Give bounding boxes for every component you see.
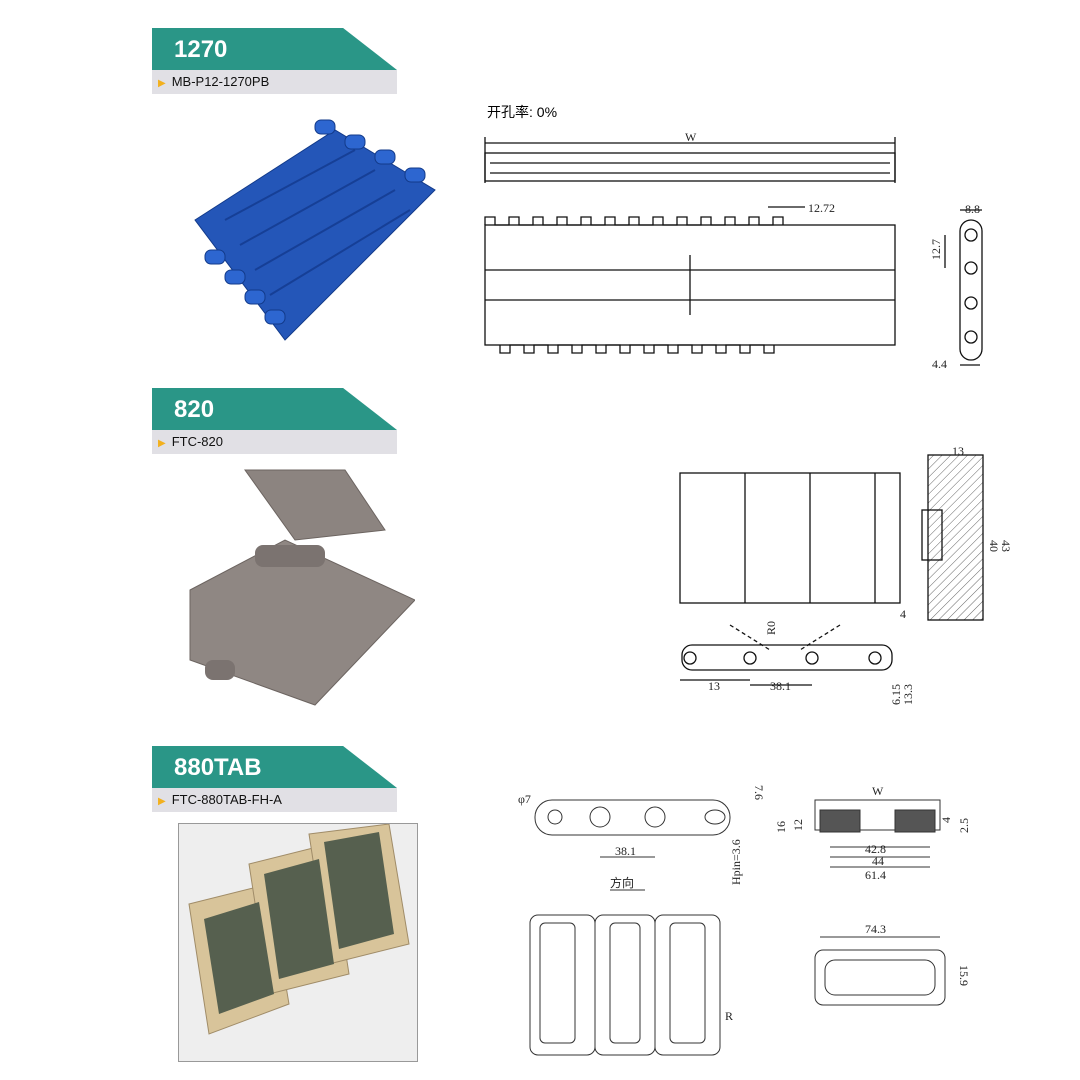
triangle-icon: ▶	[158, 78, 166, 89]
dim-13-3: 13.3	[901, 684, 915, 705]
drawing-880tab: φ7 38.1 7.6 Hpin=3.6 方向 W 16 12 4 2.5 42…	[518, 784, 971, 1056]
product-model: ▶FTC-880TAB-FH-A	[152, 788, 397, 812]
dim-16: 16	[774, 821, 788, 833]
product-image-820	[189, 469, 415, 706]
dim-4: 4	[900, 607, 906, 621]
product-model: ▶FTC-820	[152, 430, 397, 454]
dim-13-bottom: 13	[708, 679, 720, 693]
dim-40: 40	[987, 540, 1001, 552]
side-width-label: 8.8	[965, 202, 980, 216]
radius-label: R	[725, 1009, 733, 1023]
hole-label: φ7	[518, 792, 531, 806]
product-image-1270	[194, 119, 436, 341]
product-header-1270: 1270 ▶MB-P12-1270PB	[152, 28, 397, 94]
pitch-label: 38.1	[770, 679, 791, 693]
dim-2-5: 2.5	[957, 818, 971, 833]
dim-7-6: 7.6	[752, 785, 766, 800]
dim-12: 12	[791, 819, 805, 831]
product-image-880tab	[178, 823, 418, 1062]
side-bottom-label: 4.4	[932, 357, 947, 371]
drawing-820: 13 40 43 4 R0 13 38.1 6.15 13.3	[679, 444, 1013, 705]
side-pitch-label: 12.7	[929, 239, 943, 260]
product-header-820: 820 ▶FTC-820	[152, 388, 397, 454]
dim-4: 4	[939, 817, 953, 823]
dim-6-15: 6.15	[889, 684, 903, 705]
triangle-icon: ▶	[158, 796, 166, 807]
product-model: ▶MB-P12-1270PB	[152, 70, 397, 94]
dim-61-4: 61.4	[865, 868, 886, 882]
drawing-1270: W 12.72 8.8 12.7 4.4	[484, 130, 983, 371]
pitch-label: 38.1	[615, 844, 636, 858]
open-area-label: 开孔率: 0%	[487, 104, 558, 120]
dim-43: 43	[999, 540, 1013, 552]
dim-42-8: 42.8	[865, 842, 886, 856]
dim-15-9: 15.9	[957, 965, 971, 986]
radius-label: R0	[764, 621, 778, 635]
product-header-880tab: 880TAB ▶FTC-880TAB-FH-A	[152, 746, 397, 812]
dim-13-top: 13	[952, 444, 964, 458]
width-label: W	[685, 130, 697, 144]
direction-label: 方向	[610, 875, 634, 890]
product-code: 1270	[152, 28, 397, 70]
dim-74-3: 74.3	[865, 922, 886, 936]
dim-44: 44	[872, 854, 884, 868]
pitch-label: 12.72	[808, 201, 835, 215]
pin-label: Hpin=3.6	[729, 839, 743, 885]
width-label: W	[872, 784, 884, 798]
product-code: 820	[152, 388, 397, 430]
triangle-icon: ▶	[158, 438, 166, 449]
product-code: 880TAB	[152, 746, 397, 788]
